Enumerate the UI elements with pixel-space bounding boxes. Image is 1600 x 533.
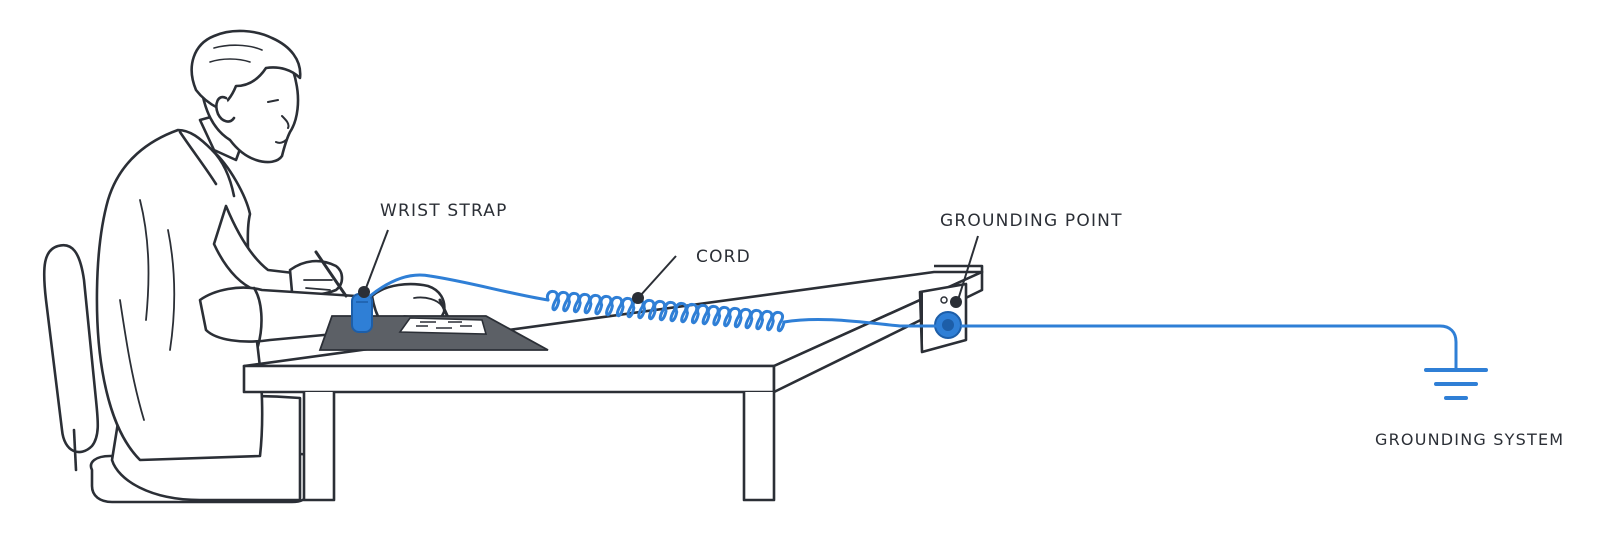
person-collar xyxy=(178,130,236,198)
coiled-cord xyxy=(368,273,938,333)
grounding-point-leader xyxy=(957,235,979,301)
ground-symbol-icon xyxy=(1424,368,1488,400)
bench-leg-right xyxy=(742,392,776,502)
circuit-board xyxy=(398,317,488,335)
person-face xyxy=(267,99,290,144)
chair-backrest xyxy=(42,243,100,454)
person xyxy=(95,29,446,502)
person-torso xyxy=(95,128,264,462)
screw-icon xyxy=(940,296,948,304)
cord-label: CORD xyxy=(696,247,751,267)
person-back-fingers xyxy=(303,279,333,291)
person-shirt-folds xyxy=(119,199,176,421)
bench-far-edge xyxy=(934,264,984,272)
wrist-strap-label: WRIST STRAP xyxy=(380,201,508,221)
callouts xyxy=(365,229,979,301)
grounding-point-dot xyxy=(950,296,962,308)
chair-frame xyxy=(72,428,78,472)
person-ear xyxy=(215,95,236,123)
wrist-strap-dot xyxy=(358,286,370,298)
cord-dot xyxy=(632,292,644,304)
person-hair-strands xyxy=(209,44,263,63)
ground-wire xyxy=(960,324,1458,370)
wrist-strap xyxy=(351,293,373,333)
wrist-strap-leader xyxy=(365,229,389,289)
grounding-point-label: GROUNDING POINT xyxy=(940,211,1123,231)
cord-coil xyxy=(545,289,786,333)
person-sleeve-cuff xyxy=(252,286,263,348)
grounding-system-label: GROUNDING SYSTEM xyxy=(1375,430,1565,449)
pencil xyxy=(314,250,348,298)
bench-front-edge xyxy=(242,364,776,394)
cord-leader xyxy=(639,255,677,297)
bench-leg-left xyxy=(302,392,336,502)
